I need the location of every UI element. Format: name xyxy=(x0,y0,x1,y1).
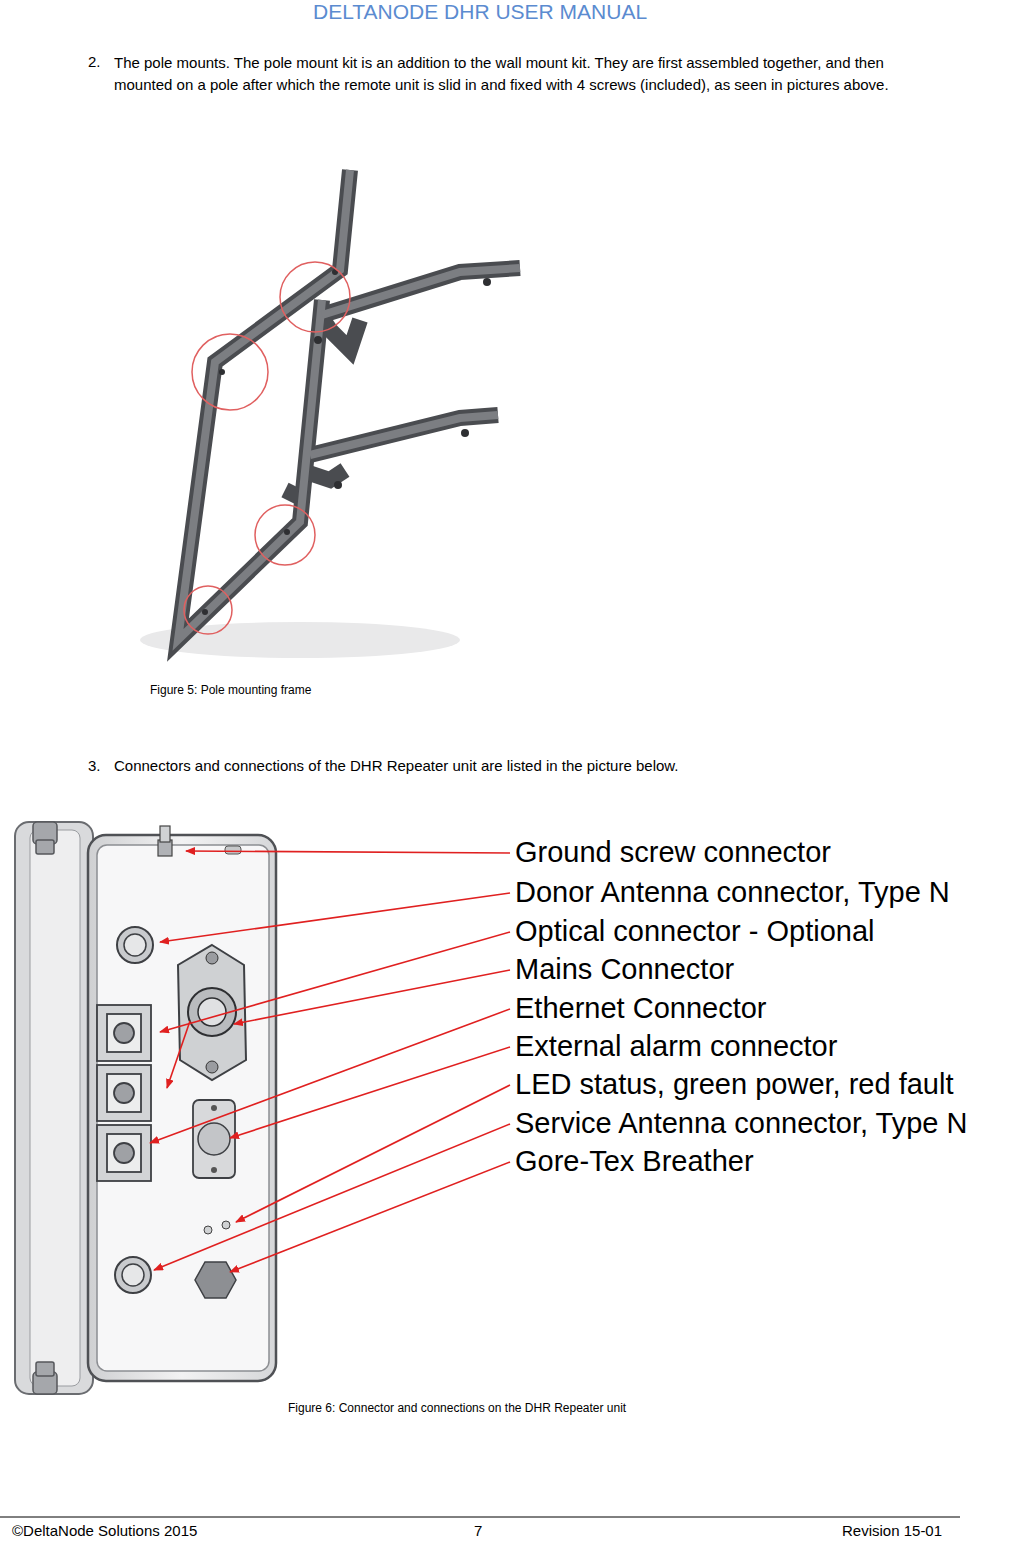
repeater-unit xyxy=(15,822,276,1394)
footer-rule xyxy=(0,1517,960,1518)
pole-mount-frame xyxy=(140,170,520,658)
figure-caption: Figure 5: Pole mounting frame xyxy=(150,682,311,698)
figure-caption: Figure 6: Connector and connections on t… xyxy=(288,1400,626,1416)
footer-text: Revision 15-01 xyxy=(842,1521,942,1541)
callout-label: Service Antenna connector, Type N xyxy=(515,1108,967,1140)
callout-label: Gore-Tex Breather xyxy=(515,1146,754,1178)
callout-label: External alarm connector xyxy=(515,1031,837,1063)
callout-label: Ethernet Connector xyxy=(515,993,766,1025)
callout-label: Mains Connector xyxy=(515,954,734,986)
callout-label: LED status, green power, red fault xyxy=(515,1069,953,1101)
callout-label: Donor Antenna connector, Type N xyxy=(515,877,950,909)
list-number: 2. xyxy=(88,52,101,72)
body-paragraph: The pole mounts. The pole mount kit is a… xyxy=(114,52,944,96)
footer-text: ©DeltaNode Solutions 2015 xyxy=(12,1521,197,1541)
leader-lines xyxy=(150,851,510,1272)
callout-label: Optical connector - Optional xyxy=(515,916,874,948)
page-number: 7 xyxy=(474,1521,482,1541)
callout-label: Ground screw connector xyxy=(515,837,831,869)
page-header: DELTANODE DHR USER MANUAL xyxy=(313,0,647,26)
list-number: 3. xyxy=(88,756,101,776)
body-paragraph: Connectors and connections of the DHR Re… xyxy=(114,756,679,776)
